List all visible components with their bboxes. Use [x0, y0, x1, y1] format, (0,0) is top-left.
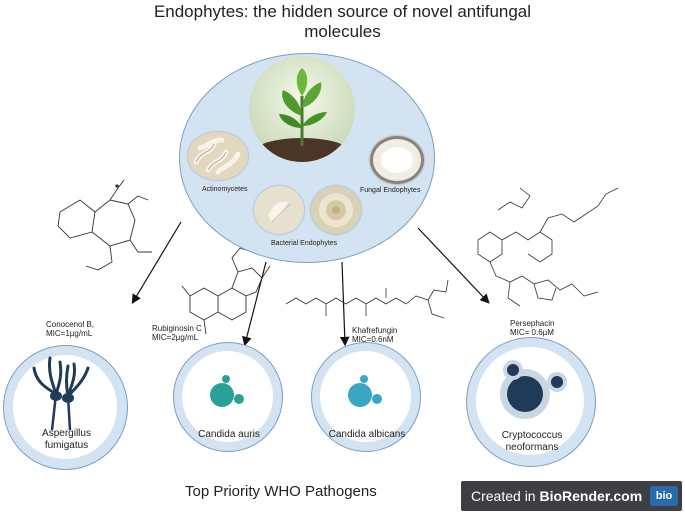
pathogen-cryptococcus-circle: Cryptococcus neoformans	[466, 337, 596, 467]
bacterial-culture-1	[254, 186, 304, 234]
structure-rubiginosin-c	[182, 248, 270, 334]
compound-mic: MIC=2µg/mL	[152, 333, 202, 342]
structure-khafrefungin	[286, 280, 448, 318]
cryptococcus-icon	[491, 354, 575, 424]
pathogen-name: Candida auris	[174, 429, 284, 441]
pathogen-candida-auris-circle: Candida auris	[173, 342, 283, 452]
bacterial-culture-2	[311, 186, 361, 234]
compound-name: Persephacin	[510, 319, 554, 328]
pathogen-candida-albicans-circle: Candida albicans	[311, 342, 421, 452]
compound-khafrefungin: Khafrefungin MIC=0.6nM	[352, 326, 397, 344]
candida-auris-icon	[204, 373, 254, 413]
pathogen-aspergillus-circle: Aspergillus fumigatus	[3, 345, 128, 470]
fungal-endophytes-label: Fungal Endophytes	[360, 187, 420, 194]
biorender-logo-icon: bio	[650, 486, 678, 506]
badge-text: Created in BioRender.com	[471, 488, 642, 504]
pathogen-name: Cryptococcus neoformans	[467, 430, 597, 454]
compound-mic: MIC=1µg/mL	[46, 329, 94, 338]
compound-name: Khafrefungin	[352, 326, 397, 335]
structure-persephacin	[478, 188, 618, 306]
fungal-culture	[370, 136, 424, 184]
compound-conocenol-b: Conocenol B, MIC=1µg/mL	[46, 320, 94, 338]
compound-rubiginosin-c: Rubiginosin C MIC=2µg/mL	[152, 324, 202, 342]
pathogen-name: Candida albicans	[312, 429, 422, 441]
compound-name: Conocenol B,	[46, 320, 94, 329]
actinomycetes-culture	[188, 132, 248, 180]
arrow-to-aspergillus	[133, 222, 181, 302]
compound-mic: MIC= 0.6µM	[510, 328, 554, 337]
compound-name: Rubiginosin C	[152, 324, 202, 333]
arrow-to-candida-auris	[245, 262, 266, 344]
biorender-badge[interactable]: Created in BioRender.com bio	[461, 481, 682, 511]
compound-persephacin: Persephacin MIC= 0.6µM	[510, 319, 554, 337]
pathogen-name: Aspergillus fumigatus	[4, 428, 129, 452]
actinomycetes-label: Actinomycetes	[202, 186, 248, 193]
footer-caption: Top Priority WHO Pathogens	[185, 483, 377, 500]
candida-albicans-icon	[342, 373, 392, 413]
arrow-to-cryptococcus	[418, 228, 488, 302]
plant-image	[249, 56, 355, 162]
aspergillus-icon	[26, 354, 96, 432]
bacterial-endophytes-label: Bacterial Endophytes	[271, 240, 337, 247]
structure-conocenol-b	[58, 180, 152, 270]
